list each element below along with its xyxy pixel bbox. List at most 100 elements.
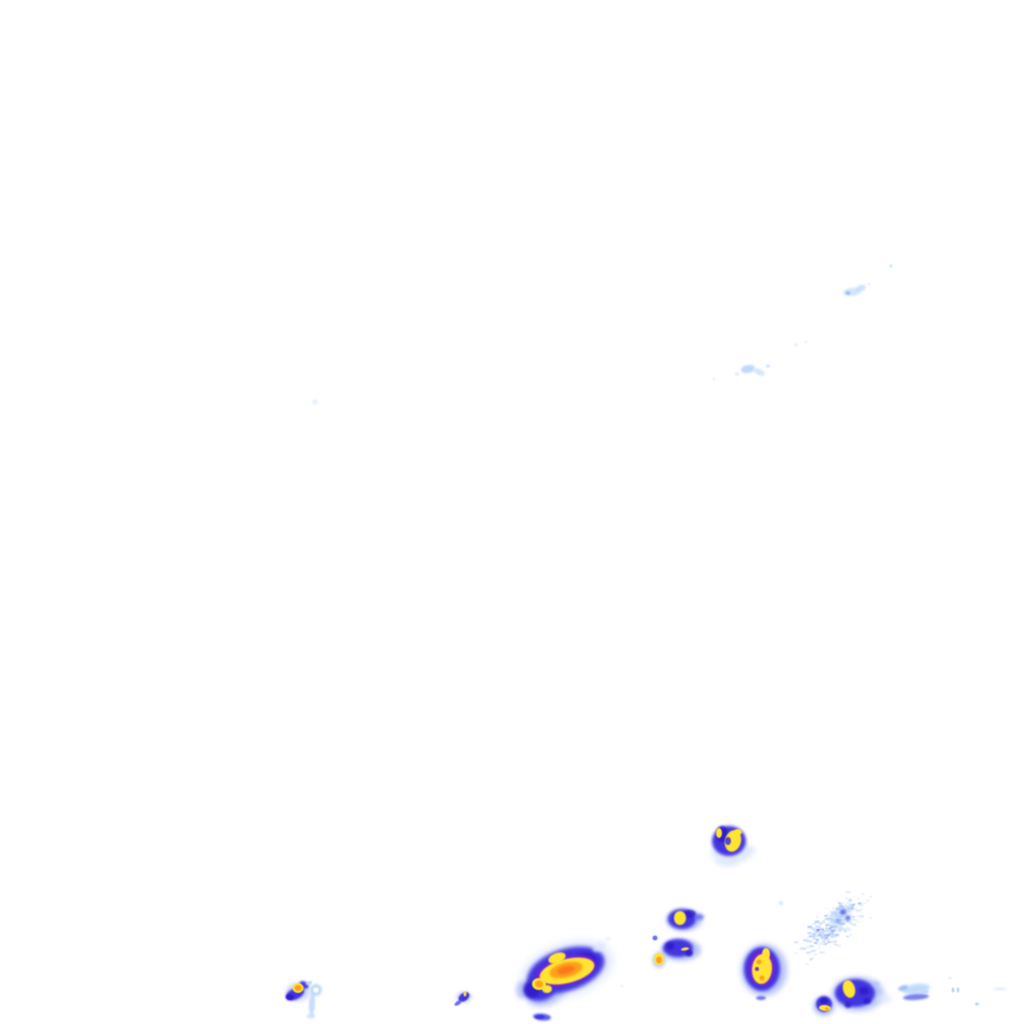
radar-speckle (844, 928, 848, 931)
radar-speckle (821, 932, 824, 934)
radar-speckle (815, 931, 818, 933)
radar-speckle (815, 925, 819, 928)
radar-speckle (828, 927, 831, 930)
radar-speckle (827, 925, 831, 927)
radar-speckle (849, 921, 852, 923)
radar-speckle (817, 934, 820, 937)
radar-speckle (820, 922, 824, 924)
radar-speckle (826, 917, 830, 920)
radar-blob-shape (863, 998, 871, 1004)
radar-speckle (812, 937, 815, 939)
radar-speckle (794, 941, 799, 944)
radar-blob-shape (835, 918, 841, 924)
radar-blob-shape (804, 340, 808, 344)
radar-speckle (838, 927, 840, 929)
radar-speckle (820, 951, 825, 954)
radar-speckle (809, 945, 815, 948)
radar-blob-shape (715, 857, 739, 867)
radar-speckle (856, 920, 861, 923)
radar-speckle (846, 935, 849, 938)
radar-speckle (850, 898, 852, 900)
radar-speckle (828, 933, 834, 936)
radar-speckle (821, 920, 825, 923)
radar-blob-shape (779, 901, 783, 905)
radar-speckle (812, 922, 816, 925)
radar-speckle (816, 928, 820, 932)
radar-speckle (838, 903, 842, 906)
radar-speckle-field-ne (794, 891, 872, 965)
radar-cell-cell-crescent (813, 996, 835, 1016)
radar-speckle (852, 896, 855, 897)
radar-blob-shape (759, 975, 765, 981)
radar-blob-shape (820, 998, 828, 1004)
radar-speckle (826, 939, 830, 942)
radar-speckle (836, 944, 841, 947)
radar-speckle (844, 905, 848, 907)
radar-speckle (853, 922, 857, 925)
radar-speckle (829, 946, 832, 948)
radar-speckle (809, 958, 812, 961)
radar-speckle (813, 929, 816, 931)
radar-speckle (809, 935, 813, 937)
radar-blob-shape (557, 965, 575, 975)
radar-speckle (795, 952, 798, 954)
radar-cell-arrow-speck (454, 991, 472, 1006)
radar-blob-shape (685, 949, 693, 957)
radar-speckle (802, 946, 805, 948)
radar-speckle (824, 915, 827, 917)
radar-speckle (815, 949, 818, 951)
radar-blob-shape (859, 987, 869, 995)
radar-speckle (832, 928, 836, 930)
radar-blob-shape (956, 987, 960, 993)
radar-speckle (833, 931, 836, 934)
radar-blob-shape (850, 906, 854, 910)
radar-blob-shape (889, 264, 893, 268)
radar-speckle (853, 916, 855, 918)
radar-cell-ghost-west (305, 980, 322, 1019)
radar-cell-cyan-dot (889, 264, 893, 268)
radar-speckle (812, 932, 815, 934)
radar-speckle (808, 940, 812, 943)
radar-blob-shape (307, 1013, 315, 1019)
radar-blob-shape (656, 956, 662, 964)
radar-blob-shape (294, 985, 302, 991)
radar-speckle (833, 934, 836, 936)
radar-speckle (838, 902, 840, 904)
radar-speckle (847, 928, 852, 931)
radar-speckle (810, 957, 814, 960)
radar-speckle (851, 916, 854, 918)
radar-blob-shape (734, 829, 742, 835)
radar-cell-swirl-west (285, 981, 310, 1001)
radar-blob-shape (684, 910, 696, 918)
radar-speckle (863, 902, 867, 905)
radar-speckle (823, 933, 828, 936)
radar-speckle (850, 918, 855, 921)
radar-speckle (839, 928, 845, 931)
radar-speckle (806, 939, 809, 942)
radar-blob-shape (725, 837, 731, 845)
radar-speckle (816, 944, 818, 946)
radar-speckle (810, 940, 814, 943)
radar-speckle (848, 899, 852, 902)
radar-speckle (830, 925, 835, 928)
radar-blob-shape (735, 372, 739, 376)
radar-cell-cell-mid-lower (652, 935, 701, 961)
radar-blob-shape (716, 828, 722, 838)
radar-speckle (822, 930, 828, 933)
radar-speckle (845, 891, 851, 894)
radar-speckle (849, 922, 853, 925)
radar-blob-shape (867, 282, 871, 286)
radar-speckle (830, 911, 833, 914)
radar-blob-shape (463, 991, 467, 997)
radar-blob-shape (948, 976, 952, 980)
radar-speckle (824, 907, 827, 909)
radar-speckle (826, 929, 828, 931)
radar-blob-shape (765, 364, 771, 368)
radar-blob-shape (620, 984, 624, 988)
radar-speckle (826, 923, 829, 925)
radar-speckle (830, 926, 834, 929)
radar-speckle (832, 935, 837, 938)
radar-speckle (854, 909, 858, 911)
radar-speckle (813, 930, 817, 933)
